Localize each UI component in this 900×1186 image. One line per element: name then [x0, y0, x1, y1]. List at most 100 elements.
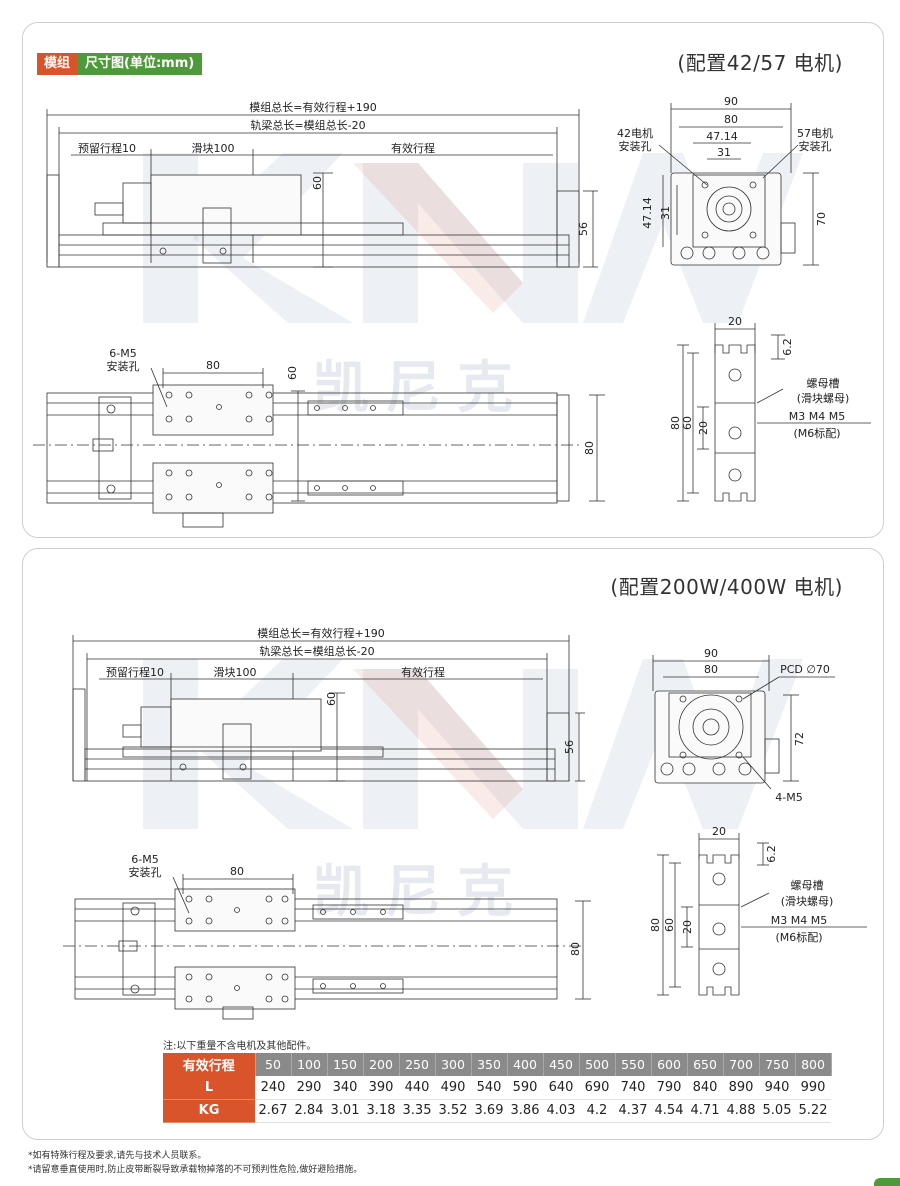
slot-label-2: (滑块螺母)	[781, 895, 834, 908]
row-label: KG	[163, 1099, 255, 1123]
slider-label: 滑块100	[192, 142, 235, 155]
drawing-panel-42-57: 模组 尺寸图(单位:mm) (配置42/57 电机) 凯尼克	[22, 22, 884, 538]
watermark-brand-text: 凯尼克	[313, 860, 529, 925]
table-cell: 940	[759, 1076, 795, 1100]
top-height-80: 80	[569, 942, 582, 956]
config-title: (配置200W/400W 电机)	[610, 575, 843, 599]
technical-drawing-1: 模组总长=有效行程+190 轨梁总长=模组总长-20 预留行程10 滑块100 …	[33, 95, 871, 528]
footnotes: *如有特殊行程及要求,请先与技术人员联系。 *请留意垂直使用时,防止皮带断裂导致…	[28, 1149, 362, 1177]
stroke-cell: 250	[399, 1053, 436, 1076]
pcd-label: PCD ∅70	[780, 663, 830, 676]
stroke-cell: 300	[435, 1053, 472, 1076]
spec-row-length: L 240 290 340 390 440 490 540 590 640 69…	[163, 1076, 831, 1100]
table-cell: 840	[687, 1076, 723, 1100]
drawing-panel-200w-400w: (配置200W/400W 电机) 凯尼克	[22, 548, 884, 1140]
spec-table: 有效行程 50 100 150 200 250 300 350 400 450 …	[163, 1053, 832, 1123]
profile-height-20: 20	[681, 920, 694, 934]
stroke-cell: 450	[543, 1053, 580, 1076]
end-width-31: 31	[717, 146, 731, 159]
stroke-cell: 150	[327, 1053, 364, 1076]
motor57-label-2: 安装孔	[799, 139, 832, 153]
total-length-label: 模组总长=有效行程+190	[257, 626, 384, 640]
stroke-cell: 400	[507, 1053, 544, 1076]
config-title: (配置42/57 电机)	[677, 51, 843, 75]
footnote: *请留意垂直使用时,防止皮带断裂导致承载物掉落的不可预判性危险,做好避险措施。	[28, 1165, 363, 1175]
table-cell: 4.54	[651, 1099, 687, 1123]
table-cell: 790	[651, 1076, 687, 1100]
table-cell: 2.84	[291, 1099, 327, 1123]
reserve-stroke-label: 预留行程10	[106, 666, 164, 679]
spec-row-weight: KG 2.67 2.84 3.01 3.18 3.35 3.52 3.69 3.…	[163, 1099, 831, 1123]
stroke-cell: 600	[651, 1053, 688, 1076]
end-width-80: 80	[724, 113, 738, 126]
profile-width-20: 20	[728, 315, 742, 328]
holes-label-2: 安装孔	[129, 865, 162, 879]
table-cell: 3.35	[399, 1099, 435, 1123]
stroke-cell: 700	[723, 1053, 760, 1076]
end-width-90: 90	[724, 95, 738, 108]
slot-label-2: (滑块螺母)	[797, 392, 850, 405]
table-cell: 3.86	[507, 1099, 543, 1123]
technical-drawing-2: 模组总长=有效行程+190 轨梁总长=模组总长-20 预留行程10 滑块100 …	[63, 626, 867, 1020]
motor42-label-2: 安装孔	[619, 139, 652, 153]
table-cell: 3.01	[327, 1099, 363, 1123]
end-width-80: 80	[704, 663, 718, 676]
spec-header-row: 有效行程 50 100 150 200 250 300 350 400 450 …	[163, 1053, 832, 1076]
stroke-cell: 500	[579, 1053, 616, 1076]
end-height-72: 72	[793, 732, 806, 746]
table-cell: 390	[363, 1076, 399, 1100]
table-cell: 4.2	[579, 1099, 615, 1123]
end-height-70: 70	[815, 212, 828, 226]
profile-height-20: 20	[697, 421, 710, 435]
top-height-60: 60	[286, 366, 299, 380]
end-height-4714: 47.14	[641, 197, 654, 229]
top-width-80: 80	[230, 865, 244, 878]
slot-label-1: 螺母槽	[807, 377, 840, 390]
table-cell: 5.22	[795, 1099, 831, 1123]
end-height-31: 31	[659, 206, 672, 220]
table-cell: 4.37	[615, 1099, 651, 1123]
spec-note: 注:以下重量不含电机及其他配件。	[163, 1041, 317, 1052]
stroke-cell: 750	[759, 1053, 796, 1076]
slot-label-1: 螺母槽	[791, 879, 824, 892]
profile-height-60: 60	[681, 416, 694, 430]
table-cell: 3.52	[435, 1099, 471, 1123]
table-cell: 3.18	[363, 1099, 399, 1123]
table-cell: 490	[435, 1076, 471, 1100]
stroke-cell: 800	[795, 1053, 832, 1076]
table-cell: 340	[327, 1076, 363, 1100]
profile-height-80: 80	[649, 918, 662, 932]
table-cell: 740	[615, 1076, 651, 1100]
spec-header-label: 有效行程	[163, 1053, 256, 1076]
rail-length-label: 轨梁总长=模组总长-20	[250, 118, 365, 132]
motor42-label-1: 42电机	[617, 126, 653, 140]
total-length-label: 模组总长=有效行程+190	[249, 100, 376, 114]
rail-length-label: 轨梁总长=模组总长-20	[259, 644, 374, 658]
row-label: L	[163, 1076, 255, 1100]
tag-dimensions: 尺寸图(单位:mm)	[77, 53, 203, 75]
height-56-label: 56	[563, 740, 576, 754]
table-cell: 4.71	[687, 1099, 723, 1123]
stroke-cell: 50	[255, 1053, 292, 1076]
table-cell: 890	[723, 1076, 759, 1100]
table-cell: 2.67	[255, 1099, 291, 1123]
end-width-90: 90	[704, 647, 718, 660]
effective-stroke-label: 有效行程	[391, 141, 435, 155]
table-cell: 5.05	[759, 1099, 795, 1123]
height-60-label: 60	[325, 692, 338, 706]
table-cell: 240	[255, 1076, 291, 1100]
tag-module: 模组	[37, 53, 78, 75]
height-56-label: 56	[577, 222, 590, 236]
table-cell: 690	[579, 1076, 615, 1100]
stroke-cell: 550	[615, 1053, 652, 1076]
table-cell: 590	[507, 1076, 543, 1100]
table-cell: 290	[291, 1076, 327, 1100]
table-cell: 540	[471, 1076, 507, 1100]
end-width-4714: 47.14	[706, 130, 738, 143]
table-cell: 3.69	[471, 1099, 507, 1123]
page-corner-tab	[874, 1178, 900, 1186]
motor57-label-1: 57电机	[797, 126, 833, 140]
table-cell: 4.03	[543, 1099, 579, 1123]
standard-nut-label: (M6标配)	[793, 426, 840, 440]
effective-stroke-label: 有效行程	[401, 665, 445, 679]
